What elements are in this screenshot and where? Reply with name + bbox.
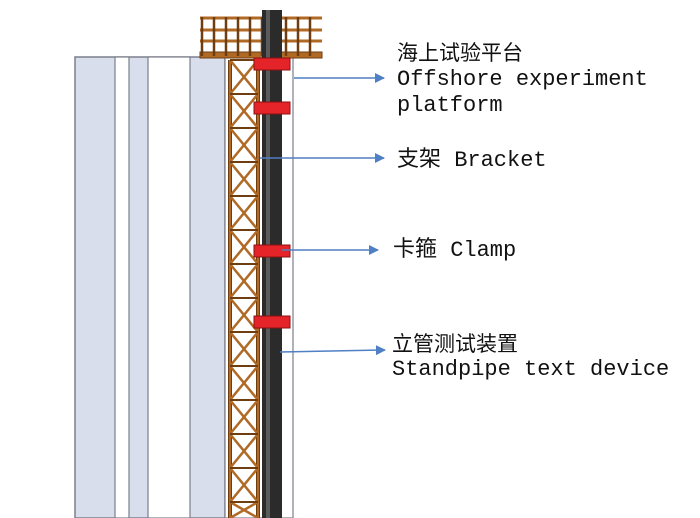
- tower-brace: [229, 93, 259, 129]
- platform-railing: [199, 16, 323, 59]
- label-device-cn: 立管测试装置: [392, 332, 518, 356]
- clamp: [253, 57, 291, 71]
- tower-brace: [229, 59, 259, 95]
- tower-brace: [229, 229, 259, 265]
- label-platform-en-line2: platform: [397, 93, 503, 118]
- tower-brace: [229, 433, 259, 469]
- label-clamp: 卡箍 Clamp: [393, 238, 517, 263]
- bracket-tower: [228, 59, 260, 518]
- standpipe: [262, 10, 282, 518]
- arrow-device: [279, 345, 386, 356]
- platform-wall: [74, 56, 294, 518]
- tower-brace: [229, 467, 259, 503]
- tower-brace: [229, 399, 259, 435]
- label-device-en: Standpipe text device: [392, 357, 670, 382]
- tower-brace: [229, 331, 259, 367]
- clamp: [253, 315, 291, 329]
- tower-brace: [229, 365, 259, 401]
- label-bracket: 支架 Bracket: [397, 148, 547, 173]
- clamp: [253, 101, 291, 115]
- tower-brace: [229, 263, 259, 299]
- tower-brace: [229, 161, 259, 197]
- tower-brace: [229, 500, 259, 518]
- tower-brace: [229, 195, 259, 231]
- label-platform-en-line1: Offshore experiment: [397, 67, 648, 92]
- clamp: [253, 244, 291, 258]
- tower-brace: [229, 127, 259, 163]
- clamps: [253, 57, 291, 329]
- label-platform-cn: 海上试验平台: [397, 41, 523, 65]
- tower-brace: [229, 297, 259, 333]
